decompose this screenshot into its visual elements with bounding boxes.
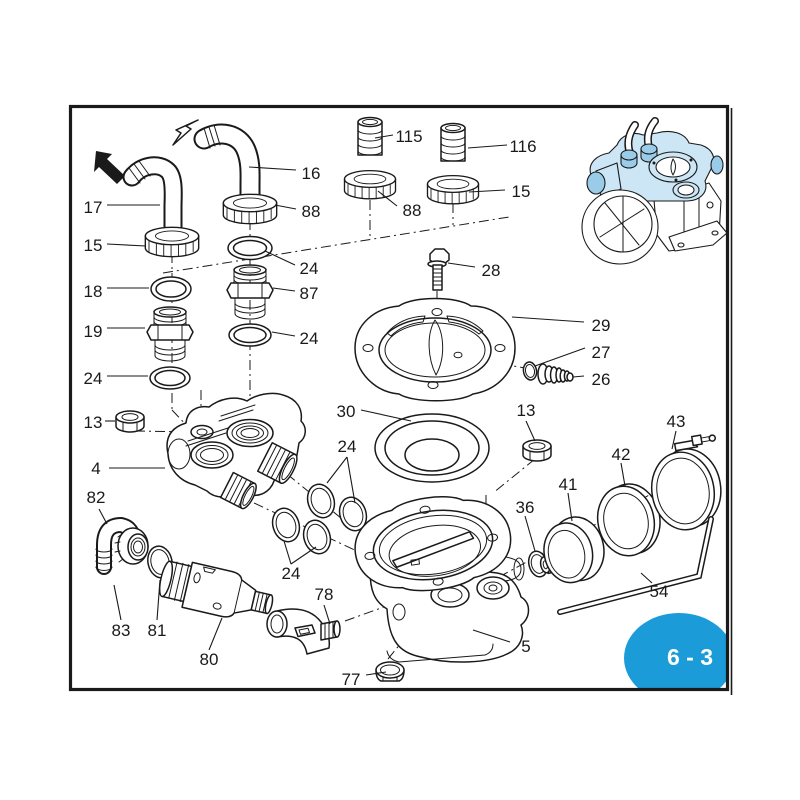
part-78-elbow-fitting bbox=[266, 608, 341, 655]
callout-13-left: 13 bbox=[84, 413, 103, 432]
part-80-valve bbox=[158, 560, 274, 618]
part-24-o-ring-a bbox=[149, 366, 191, 390]
callout-88-left: 88 bbox=[302, 202, 321, 221]
part-26-valve-fitting bbox=[537, 363, 574, 385]
callout-42: 42 bbox=[612, 445, 631, 464]
part-88-ring-nut-left bbox=[222, 193, 278, 225]
part-115-hose-barb bbox=[357, 116, 383, 156]
part-116-hose-barb bbox=[440, 122, 466, 162]
direction-arrow-icon bbox=[94, 151, 125, 184]
callout-labels: 17 16 115 116 88 15 15 88 24 18 87 19 24… bbox=[84, 127, 686, 689]
callout-24-d: 24 bbox=[338, 437, 357, 456]
part-13-nut-right bbox=[522, 439, 552, 462]
callout-4: 4 bbox=[91, 459, 100, 478]
part-18-o-ring bbox=[150, 276, 192, 302]
detail-arrow-icon bbox=[172, 119, 199, 146]
part-24-o-ring-c bbox=[228, 323, 272, 347]
part-5-pump-body bbox=[354, 496, 530, 663]
part-87-nipple bbox=[226, 264, 274, 320]
callout-54: 54 bbox=[650, 582, 669, 601]
callout-27: 27 bbox=[592, 343, 611, 362]
part-24-o-ring-b bbox=[227, 235, 273, 261]
part-17-elbow-fitting bbox=[122, 156, 183, 237]
callout-13-right: 13 bbox=[517, 401, 536, 420]
diagram-frame bbox=[68, 104, 730, 692]
page-badge-label: 6 - 3 bbox=[667, 644, 713, 670]
callout-87: 87 bbox=[300, 284, 319, 303]
part-77-plug bbox=[375, 661, 405, 682]
callout-24-c: 24 bbox=[84, 369, 103, 388]
leader-lines bbox=[98, 134, 677, 676]
callout-88-right: 88 bbox=[403, 201, 422, 220]
callout-19: 19 bbox=[84, 322, 103, 341]
part-15-ring-nut bbox=[144, 226, 200, 258]
callout-78: 78 bbox=[315, 585, 334, 604]
part-82-elbow-fitting bbox=[95, 516, 149, 575]
callout-77: 77 bbox=[342, 670, 361, 689]
callout-29: 29 bbox=[592, 316, 611, 335]
pump-overview-thumbnail bbox=[581, 117, 728, 265]
part-24-o-ring-group bbox=[271, 483, 368, 555]
part-41-accumulator-cover bbox=[539, 516, 605, 584]
callout-41: 41 bbox=[559, 475, 578, 494]
callout-81: 81 bbox=[148, 621, 167, 640]
callout-15-right: 15 bbox=[512, 182, 531, 201]
part-16-elbow-fitting bbox=[193, 123, 261, 206]
callout-28: 28 bbox=[482, 261, 501, 280]
part-19-nipple bbox=[146, 306, 194, 362]
callout-24-a: 24 bbox=[300, 259, 319, 278]
callout-80: 80 bbox=[200, 650, 219, 669]
callout-24-b: 24 bbox=[300, 329, 319, 348]
part-88-ring-nut-right bbox=[343, 169, 397, 200]
page-badge: 6 - 3 bbox=[624, 613, 726, 688]
callout-15-left: 15 bbox=[84, 236, 103, 255]
callout-36: 36 bbox=[516, 498, 535, 517]
part-83-hose-barb bbox=[95, 548, 113, 571]
part-15-ring-nut-right bbox=[426, 174, 480, 205]
part-4-manifold bbox=[166, 392, 306, 510]
part-27-o-ring bbox=[522, 361, 538, 381]
callout-43: 43 bbox=[667, 412, 686, 431]
callout-83: 83 bbox=[112, 621, 131, 640]
callout-116: 116 bbox=[509, 137, 536, 156]
part-28-bolt bbox=[427, 248, 450, 291]
callout-26: 26 bbox=[592, 370, 611, 389]
part-54-bracket bbox=[557, 516, 714, 615]
callout-5: 5 bbox=[521, 637, 530, 656]
part-43-clamp bbox=[650, 434, 722, 531]
part-30-diaphragm bbox=[374, 413, 490, 483]
callout-18: 18 bbox=[84, 282, 103, 301]
callout-24-e: 24 bbox=[282, 564, 301, 583]
part-29-dome-cover bbox=[354, 297, 516, 402]
callout-115: 115 bbox=[395, 127, 422, 146]
page-badge-shape bbox=[624, 613, 726, 688]
part-13-nut-left bbox=[115, 410, 145, 433]
callout-16: 16 bbox=[302, 164, 321, 183]
callout-17: 17 bbox=[84, 198, 103, 217]
callout-82: 82 bbox=[87, 488, 106, 507]
callout-30: 30 bbox=[337, 402, 356, 421]
